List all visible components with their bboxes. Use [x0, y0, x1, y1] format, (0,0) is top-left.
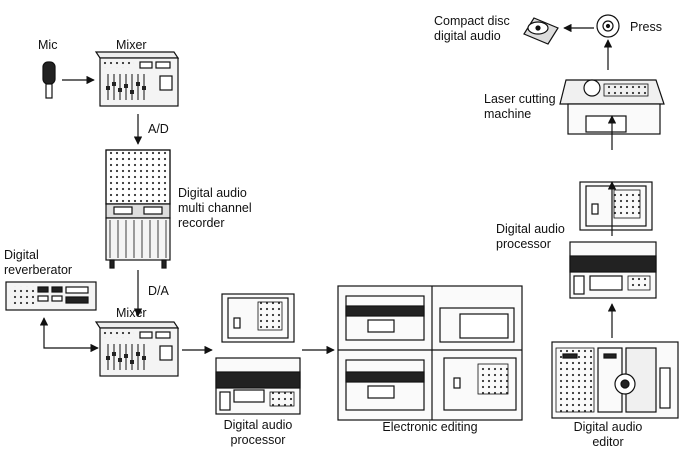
processor-left-label: Digital audio processor: [223, 418, 293, 447]
editor-label: Digital audio editor: [573, 420, 643, 449]
editing-label: Electronic editing: [382, 420, 478, 434]
recorder-label: Digital audio multi channel recorder: [178, 186, 252, 230]
mixer-top-device: [94, 51, 180, 107]
electronic-editing-rack: [337, 285, 523, 421]
multichannel-recorder-device: [105, 149, 171, 269]
press-label: Press: [630, 20, 662, 34]
digital-audio-processor-right: [569, 181, 657, 299]
processor-right-label: Digital audio processor: [496, 222, 565, 251]
compact-disc-label: Compact disc digital audio: [434, 14, 510, 43]
signal-flow-arrows: [39, 23, 617, 355]
press-icon: [596, 14, 620, 38]
laser-cutting-machine-device: [559, 79, 665, 135]
digital-audio-editor-console: [551, 341, 679, 419]
digital-audio-processor-left: [215, 293, 301, 415]
mixer-top-label: Mixer: [116, 38, 147, 52]
reverberator-label: Digital reverberator: [4, 248, 73, 277]
compact-disc-icon: [523, 17, 559, 45]
microphone-icon: [42, 61, 56, 99]
mic-label: Mic: [38, 38, 58, 52]
ad-label: A/D: [148, 122, 169, 136]
digital-reverberator-device: [5, 281, 97, 311]
mixer-bottom-label: Mixer: [116, 306, 147, 320]
laser-cutting-label: Laser cutting machine: [484, 92, 556, 121]
da-label: D/A: [148, 284, 169, 298]
mixer-bottom-device: [94, 321, 180, 377]
